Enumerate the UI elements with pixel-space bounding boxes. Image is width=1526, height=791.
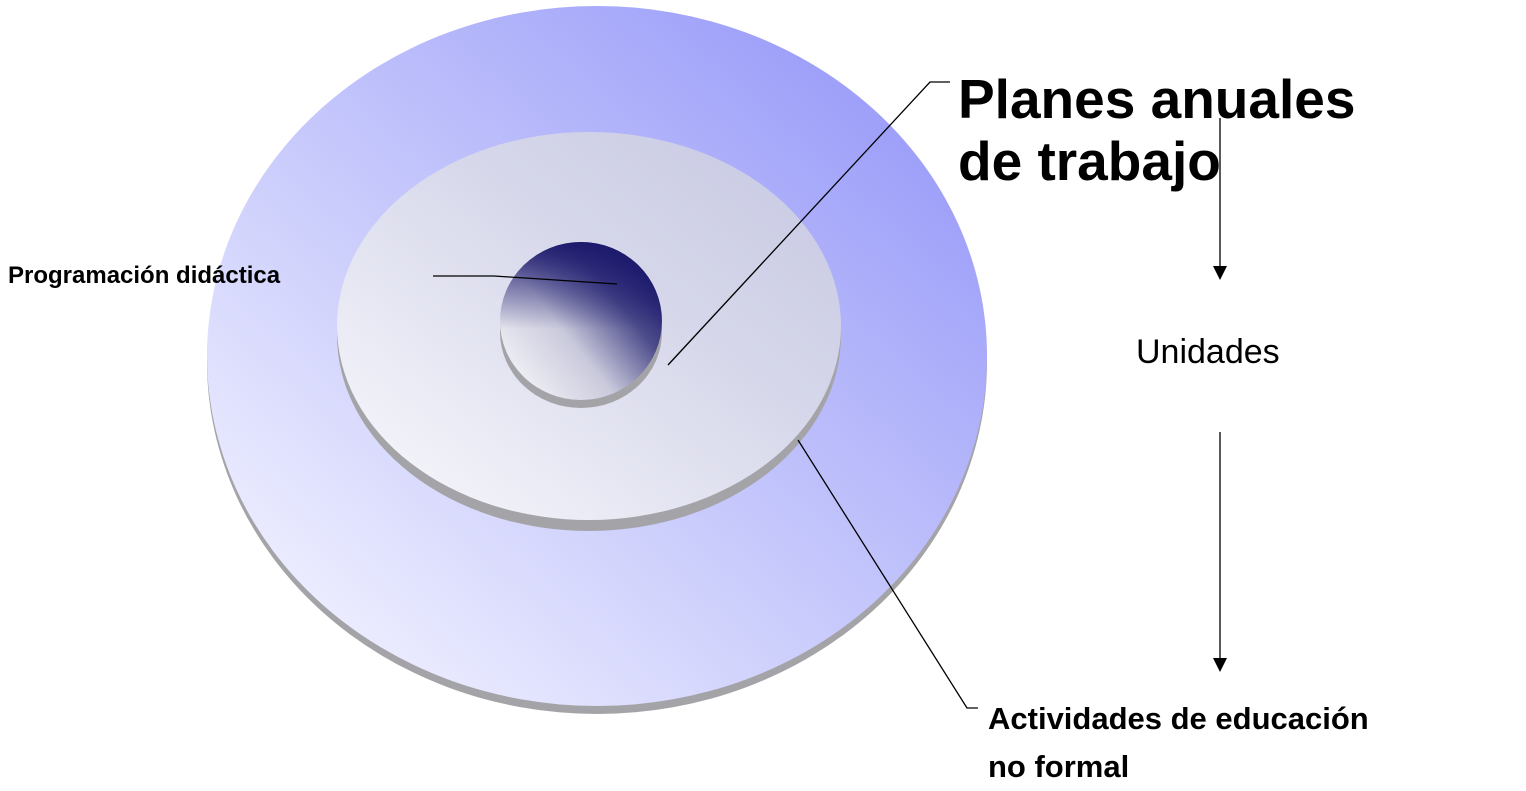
label-planes-line-2: de trabajo [958, 130, 1221, 192]
label-actividades-line-1: Actividades de educación [988, 701, 1369, 736]
label-programacion-didactica: Programación didáctica [8, 262, 281, 289]
inner-disc [500, 242, 662, 408]
label-planes-anuales: Planes anuales de trabajo [958, 68, 1355, 192]
inner-disc-top-shade [500, 242, 662, 400]
connectors [433, 81, 978, 709]
arrow-head-actividades-icon [1213, 658, 1227, 672]
label-actividades-line-2: no formal [988, 749, 1130, 784]
connector-actividades [797, 439, 978, 709]
label-planes-line-1: Planes anuales [958, 68, 1356, 130]
connector-programacion [433, 275, 618, 285]
label-unidades: Unidades [1136, 333, 1280, 371]
connector-planes [667, 81, 950, 366]
label-actividades: Actividades de educación no formal [988, 695, 1369, 791]
arrows [1213, 118, 1227, 672]
arrow-head-unidades-icon [1213, 266, 1227, 280]
